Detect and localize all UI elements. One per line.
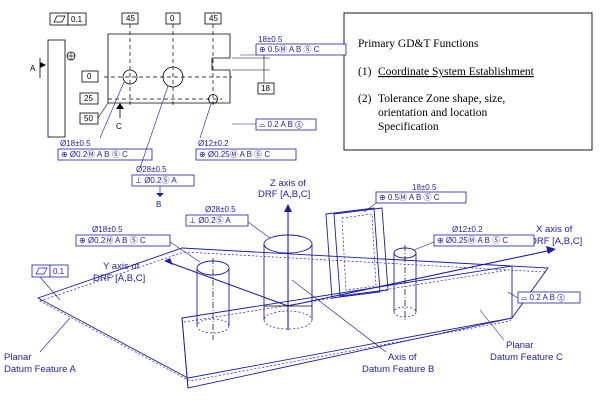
slot-fcf-iso: ⊕ 0.5Ⓜ A B Ⓢ C — [379, 193, 440, 202]
info-item2-line2: orientation and location — [378, 107, 487, 119]
drf-axes — [164, 204, 556, 330]
hole28-fcf-iso: ⊥ Ø0.2Ⓢ A — [189, 216, 231, 225]
front-view — [107, 33, 231, 104]
iso-labels: Z axis of DRF [A,B,C] X axis of DRF [A,B… — [4, 178, 582, 375]
basic-45-left: 45 — [126, 14, 135, 23]
basic-50: 50 — [84, 114, 93, 123]
flatness-value-iso: 0.1 — [53, 267, 65, 276]
x-axis-line2: DRF [A,B,C] — [530, 236, 582, 247]
hole12-size-2d: Ø12±0.2 — [198, 139, 229, 148]
info-item2-line3: Specification — [378, 121, 439, 133]
flatness-value-2d: 0.1 — [71, 15, 83, 24]
flatness-fcf-2d: 0.1 — [49, 12, 87, 26]
info-title: Primary GD&T Functions — [358, 38, 479, 50]
basic-0-left: 0 — [87, 72, 92, 81]
basic-18: 18 — [261, 84, 270, 93]
datum-c-label: C — [116, 122, 122, 131]
info-item2-num: (2) — [358, 93, 372, 105]
hole18-size-iso: Ø18±0.5 — [92, 225, 123, 234]
hole12-size-iso: Ø12±0.2 — [452, 225, 483, 234]
ortho-drawing: A 0.1 45 0 45 0 25 50 — [30, 12, 347, 209]
iso-part — [36, 207, 549, 389]
side-view — [47, 39, 66, 138]
planar-a-line2: Datum Feature A — [4, 364, 76, 375]
basic-0-top: 0 — [170, 14, 175, 23]
axis-b-line2: Datum Feature B — [362, 364, 434, 375]
planar-c-line1: Planar — [506, 340, 533, 351]
hole28-size-iso: Ø28±0.5 — [205, 205, 236, 214]
axis-b-line1: Axis of — [388, 352, 417, 363]
hole12-fcf-iso: ⊕ Ø0.25Ⓜ A B Ⓢ C — [437, 236, 508, 245]
info-item2-line1: Tolerance Zone shape, size, — [378, 93, 505, 105]
planar-c-line2: Datum Feature C — [490, 352, 563, 363]
info-item1-text: Coordinate System Establishment — [378, 66, 535, 78]
profile-fcf-iso: ⌓ 0.2 A B Ⓢ — [521, 293, 565, 302]
hole12-fcf-2d: ⊕ Ø0.25Ⓜ A B Ⓢ C — [199, 150, 270, 159]
planar-a-line1: Planar — [4, 352, 31, 363]
datum-b-label: B — [156, 200, 161, 209]
hole18-size-2d: Ø18±0.5 — [60, 139, 91, 148]
info-box: Primary GD&T Functions (1) Coordinate Sy… — [343, 12, 593, 151]
info-item1-num: (1) — [358, 66, 372, 78]
profile-fcf-2d: ⌓ 0.2 A B Ⓢ — [259, 120, 303, 129]
z-axis-line1: Z axis of — [270, 178, 306, 189]
slot-block — [325, 207, 381, 299]
z-axis-line2: DRF [A,B,C] — [258, 189, 310, 200]
slot-fcf-2d: ⊕ 0.5Ⓜ A B Ⓢ C — [259, 45, 320, 54]
slot-size-2d: 18±0.5 — [258, 35, 283, 44]
y-axis-line2: DRF [A,B,C] — [93, 273, 145, 284]
hole18-fcf-iso: ⊕ Ø0.2Ⓜ A B Ⓢ C — [79, 236, 146, 245]
hole18-fcf-2d: ⊕ Ø0.2Ⓜ A B Ⓢ C — [61, 150, 128, 159]
y-axis-line1: Y axis of — [103, 261, 140, 272]
basic-25: 25 — [84, 94, 93, 103]
basic-45-right: 45 — [209, 14, 218, 23]
hole28-fcf-2d: ⊥ Ø0.2Ⓢ A — [135, 176, 177, 185]
datum-a-label: A — [30, 64, 36, 73]
x-axis-line1: X axis of — [536, 224, 573, 235]
hole28-size-2d: Ø28±0.5 — [136, 165, 167, 174]
slot-size-iso: 18±0.5 — [412, 183, 437, 192]
